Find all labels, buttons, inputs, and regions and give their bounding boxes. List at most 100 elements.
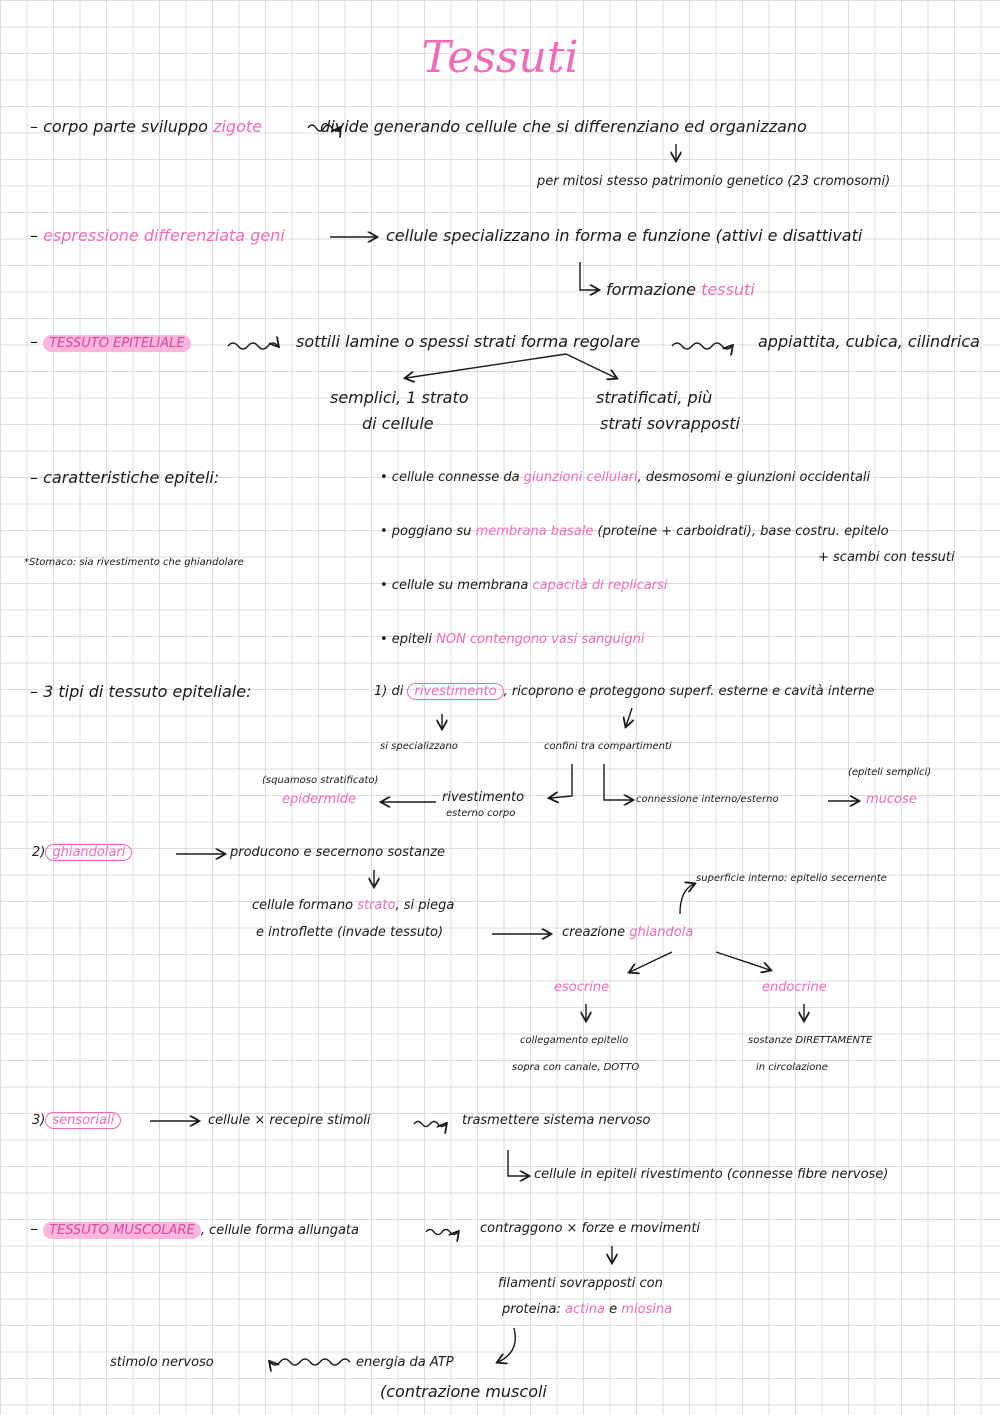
- text: –: [30, 1219, 38, 1238]
- text: , cellule forma allungata: [200, 1223, 359, 1238]
- text: si specializzano: [380, 741, 458, 752]
- text: filamenti sovrapposti con: [498, 1276, 663, 1291]
- squiggle-arrow: [270, 1358, 351, 1365]
- squiggle-arrow: [227, 343, 278, 350]
- text: strati sovrapposti: [600, 414, 740, 433]
- text: • cellule connesse da: [380, 470, 520, 485]
- highlight-label: TESSUTO EPITELIALE: [43, 335, 191, 352]
- keyword: membrana basale: [475, 524, 594, 539]
- text: – caratteristiche epiteli:: [30, 468, 220, 487]
- text: superficie interno: epitelio secernente: [696, 873, 887, 884]
- keyword: giunzioni cellulari: [523, 470, 638, 485]
- keyword: esocrine: [554, 980, 610, 995]
- text: 3): [32, 1113, 46, 1128]
- circled-keyword: rivestimento: [407, 683, 504, 700]
- text: formazione: [606, 280, 697, 299]
- highlight-label: TESSUTO MUSCOLARE: [43, 1222, 201, 1239]
- text: rivestimento: [442, 790, 525, 805]
- text: e: [609, 1302, 618, 1317]
- text: sopra con canale, DOTTO: [512, 1062, 640, 1073]
- text: 1) di: [374, 684, 404, 699]
- type-1: 1) di rivestimento, ricoprono e proteggo…: [374, 683, 874, 700]
- text: esterno corpo: [446, 808, 516, 819]
- down-arrow: [626, 707, 632, 726]
- keyword: espressione differenziata geni: [43, 226, 285, 245]
- type-2: 2)ghiandolari: [32, 844, 133, 861]
- keyword: ghiandola: [629, 925, 694, 940]
- text: (epiteli semplici): [848, 767, 932, 778]
- text: – corpo parte sviluppo: [30, 117, 208, 136]
- text: trasmettere sistema nervoso: [462, 1113, 651, 1128]
- note-line-3b: cellule specializzano in forma e funzion…: [386, 226, 863, 245]
- branch-arrow-right: [565, 353, 616, 378]
- text: producono e secernono sostanze: [230, 845, 446, 860]
- text: e introflette (invade tessuto): [256, 925, 444, 940]
- curve-arrow: [498, 1327, 516, 1362]
- branch-arrow-left: [406, 353, 567, 378]
- note-line-1: – corpo parte sviluppo zigote divide gen…: [30, 117, 807, 137]
- hook-arrow: [579, 262, 598, 290]
- text: • cellule su membrana: [380, 578, 529, 593]
- branch-arrow-left: [630, 951, 673, 972]
- bullet-4: • epiteli NON contengono vasi sanguigni: [380, 632, 645, 648]
- keyword: zigote: [213, 117, 262, 136]
- keyword: mucose: [866, 792, 917, 807]
- text: connessione interno/esterno: [636, 794, 779, 805]
- section-muscolare: – TESSUTO MUSCOLARE, cellule forma allun…: [30, 1219, 359, 1239]
- text: , si piega: [395, 898, 455, 913]
- keyword: NON contengono vasi sanguigni: [436, 632, 645, 647]
- text: creazione: [562, 925, 626, 940]
- text: –: [30, 226, 38, 245]
- side-note: *Stomaco: sia rivestimento che ghiandola…: [24, 557, 244, 568]
- text: appiattita, cubica, cilindrica: [758, 332, 980, 351]
- text: proteina:: [502, 1302, 561, 1317]
- note-line-2: per mitosi stesso patrimonio genetico (2…: [537, 174, 891, 189]
- text: cellule × recepire stimoli: [208, 1113, 371, 1128]
- text: energia da ATP: [356, 1355, 454, 1370]
- branch-arrow-right: [715, 951, 770, 970]
- text: (squamoso stratificato): [262, 775, 379, 786]
- note-line-3: – espressione differenziata geni: [30, 226, 285, 246]
- curve-arrow: [679, 884, 694, 915]
- keyword: actina: [564, 1302, 606, 1317]
- text: • poggiano su: [380, 524, 472, 539]
- squiggle-arrow: [413, 1120, 446, 1127]
- text: di cellule: [362, 414, 434, 433]
- keyword: epidermide: [282, 792, 356, 807]
- text: cellule formano strato, si piega: [252, 898, 454, 914]
- hook-arrow: [603, 764, 632, 800]
- bullet-2: • poggiano su membrana basale (proteine …: [380, 524, 889, 540]
- text: stimolo nervoso: [110, 1355, 214, 1370]
- text: (proteine + carboidrati), base costru. e…: [597, 524, 889, 539]
- text: + scambi con tessuti: [818, 550, 955, 565]
- keyword: strato: [357, 898, 396, 913]
- circled-keyword: ghiandolari: [45, 844, 133, 861]
- text: divide generando cellule che si differen…: [320, 117, 807, 136]
- keyword: endocrine: [762, 980, 827, 995]
- text: – 3 tipi di tessuto epiteliale:: [30, 682, 252, 701]
- squiggle-arrow: [671, 342, 732, 349]
- bullet-1: • cellule connesse da giunzioni cellular…: [380, 470, 870, 486]
- text: • epiteli: [380, 632, 432, 647]
- text: semplici, 1 strato: [330, 388, 469, 407]
- circled-keyword: sensoriali: [45, 1112, 122, 1129]
- text: confini tra compartimenti: [544, 741, 672, 752]
- keyword: tessuti: [701, 280, 755, 299]
- text: 2): [32, 845, 46, 860]
- text: proteina: actina e miosina: [502, 1302, 672, 1318]
- text: collegamento epitelio: [520, 1035, 629, 1046]
- text: in circolazione: [756, 1062, 828, 1073]
- section-epitelio: – TESSUTO EPITELIALE: [30, 332, 191, 352]
- text: sostanze DIRETTAMENTE: [748, 1035, 873, 1046]
- hook-arrow: [550, 764, 573, 798]
- text: , desmosomi e giunzioni occidentali: [637, 470, 871, 485]
- page-title: Tessuti: [421, 32, 579, 83]
- text: stratificati, più: [596, 388, 713, 407]
- text: cellule formano: [252, 898, 354, 913]
- keyword: miosina: [621, 1302, 673, 1317]
- hook-arrow: [507, 1150, 528, 1176]
- squiggle-arrow: [425, 1228, 458, 1235]
- text: creazione ghiandola: [562, 925, 693, 941]
- text: sottili lamine o spessi strati forma reg…: [296, 332, 641, 351]
